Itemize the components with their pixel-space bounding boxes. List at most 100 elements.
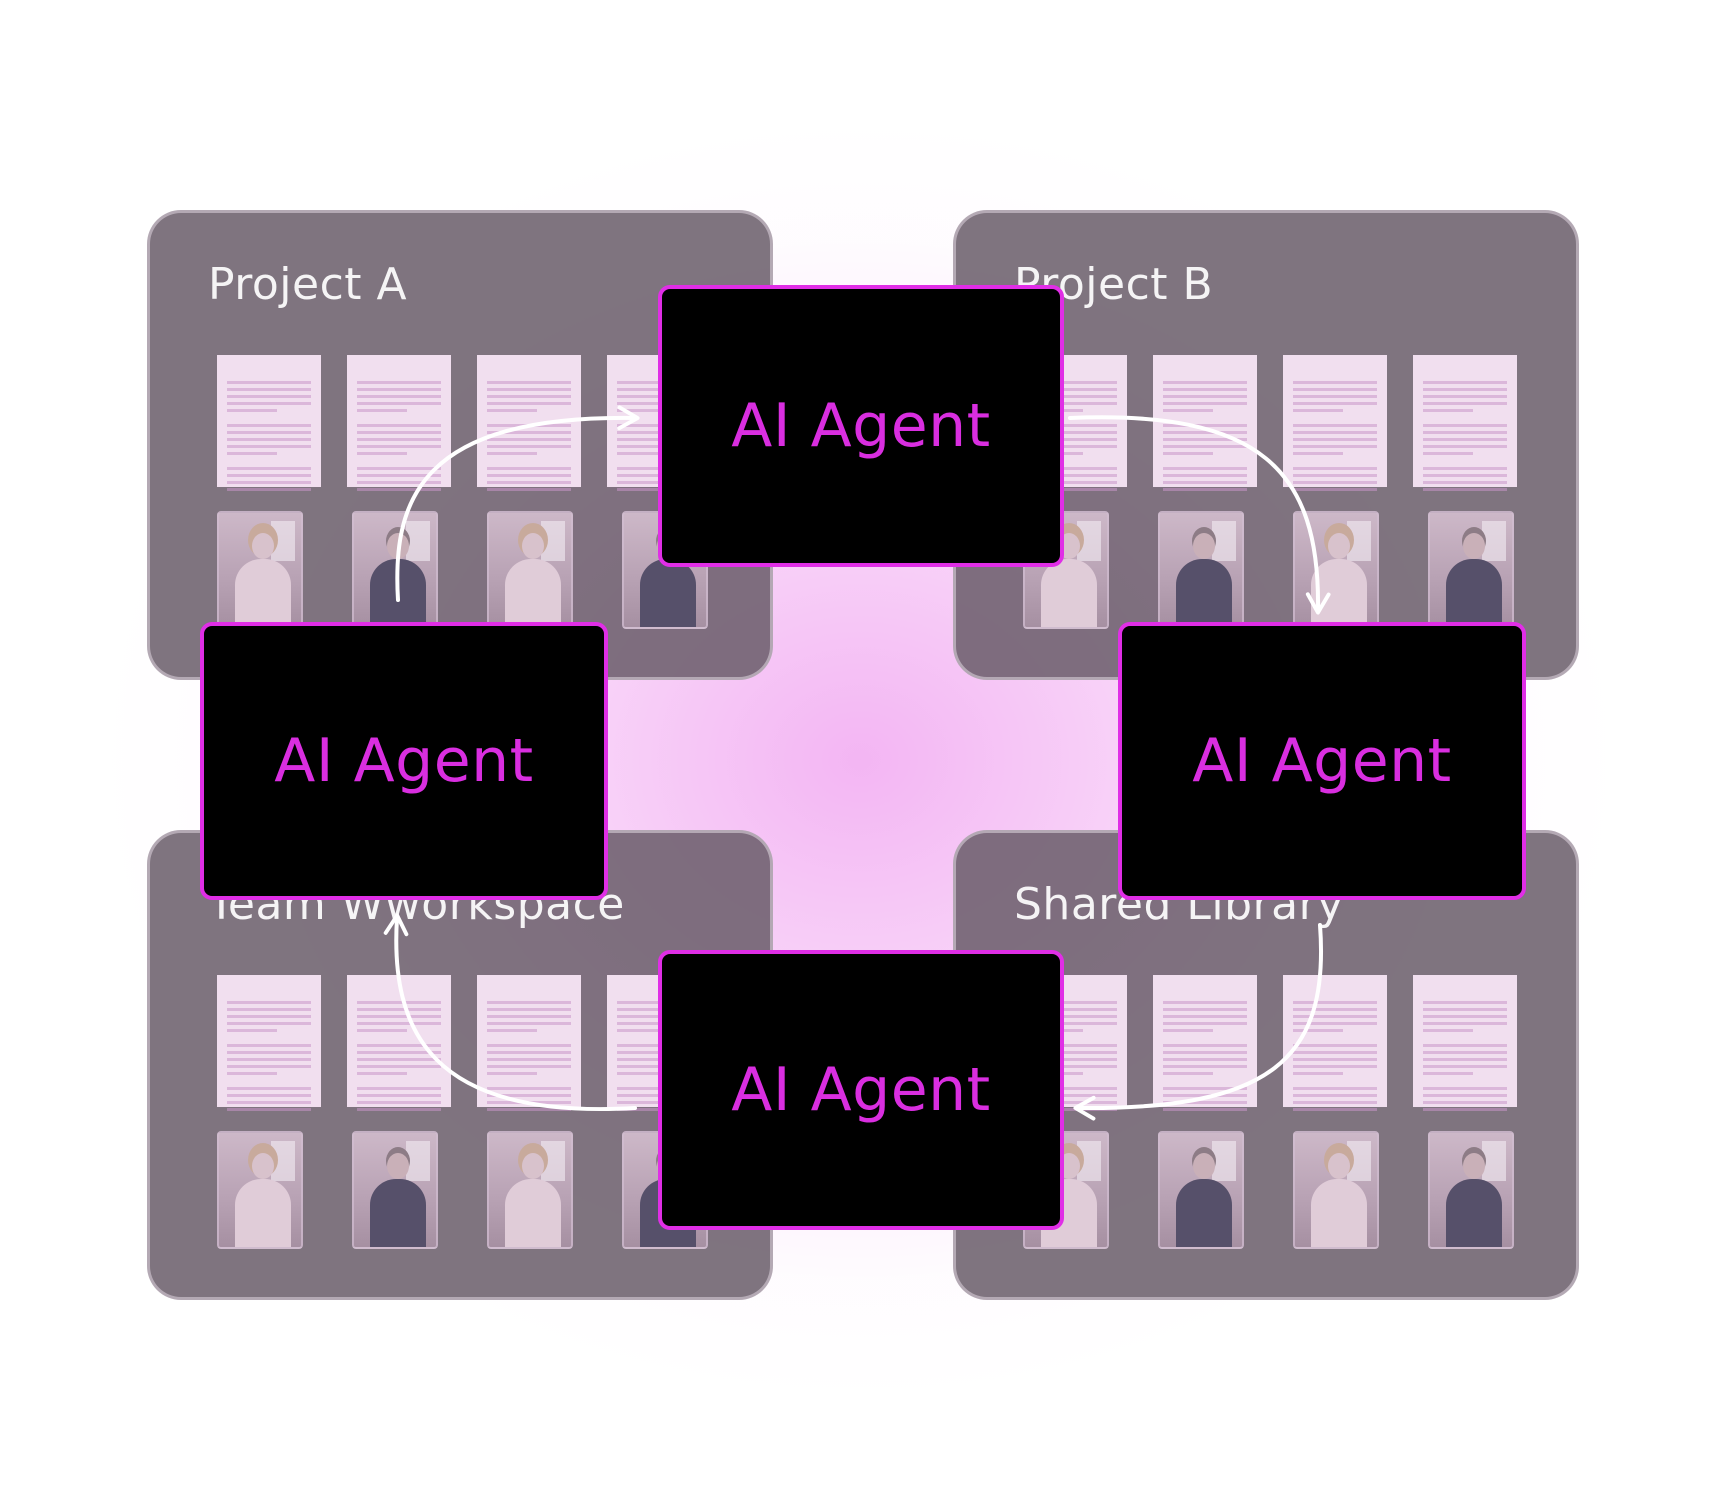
photo-person-head — [387, 533, 409, 559]
document-text-line — [487, 402, 571, 405]
document-text-line — [227, 474, 311, 477]
document-text-line — [487, 381, 571, 384]
person-photo-thumbnail — [217, 511, 303, 629]
document-text-line — [487, 1044, 571, 1047]
document-text-line — [227, 388, 311, 391]
document-text-line — [1423, 1108, 1507, 1111]
document-text-line — [1033, 1008, 1117, 1011]
document-text-line — [227, 438, 311, 441]
document-text-line — [227, 1065, 311, 1068]
document-text-line — [1163, 1022, 1247, 1025]
person-photo-thumbnail — [217, 1131, 303, 1249]
document-text-line — [1163, 1065, 1247, 1068]
document-text-line — [1423, 438, 1507, 441]
document-text-line — [487, 395, 571, 398]
document-text-line — [1293, 1015, 1377, 1018]
photo-window — [1347, 1141, 1371, 1181]
document-text-line — [1033, 1001, 1117, 1004]
document-page-icon — [477, 975, 581, 1111]
document-text-line — [487, 488, 571, 491]
document-text-line — [357, 1044, 441, 1047]
document-text-line — [487, 452, 538, 455]
document-text-line — [1163, 445, 1247, 448]
document-text-line — [1163, 409, 1214, 412]
document-text-line — [1423, 1008, 1507, 1011]
photo-window — [1212, 521, 1236, 561]
photo-window — [1077, 521, 1101, 561]
document-page-icon — [1153, 975, 1257, 1111]
ai-agent-box-left[interactable]: AI Agent — [200, 622, 608, 900]
document-text-line — [357, 1008, 441, 1011]
photo-window — [1347, 521, 1371, 561]
document-text-line — [357, 1051, 441, 1054]
photo-person-head — [1328, 1153, 1350, 1179]
document-text-line — [357, 445, 441, 448]
document-text-line — [357, 1108, 441, 1111]
document-text-line — [617, 452, 668, 455]
document-text-line — [1163, 1058, 1247, 1061]
document-text-line — [487, 1094, 571, 1097]
document-text-line — [227, 431, 311, 434]
document-text-line — [1423, 474, 1507, 477]
photo-person-body — [1446, 1179, 1502, 1247]
document-text-line — [1423, 1001, 1507, 1004]
document-text-line — [1163, 1044, 1247, 1047]
document-text-line — [1293, 1101, 1377, 1104]
document-text-line — [1423, 452, 1474, 455]
document-text-line — [1293, 445, 1377, 448]
document-text-line — [1163, 388, 1247, 391]
ai-agent-box-bottom[interactable]: AI Agent — [658, 950, 1064, 1230]
person-photo-thumbnail — [1293, 1131, 1379, 1249]
document-text-line — [487, 1001, 571, 1004]
document-text-line — [1033, 381, 1117, 384]
document-text-line — [1423, 481, 1507, 484]
photo-person-body — [505, 559, 561, 627]
document-text-line — [1293, 474, 1377, 477]
ai-agent-box-right[interactable]: AI Agent — [1118, 622, 1526, 900]
person-photo-thumbnail — [352, 1131, 438, 1249]
document-text-line — [1293, 1029, 1344, 1032]
document-text-line — [487, 424, 571, 427]
document-text-line — [487, 1015, 571, 1018]
document-text-line — [1423, 1072, 1474, 1075]
document-text-line — [357, 1101, 441, 1104]
document-text-line — [357, 1065, 441, 1068]
document-text-line — [617, 1072, 668, 1075]
document-text-line — [617, 1029, 668, 1032]
document-text-line — [357, 467, 441, 470]
ai-agent-box-top[interactable]: AI Agent — [658, 285, 1064, 567]
document-text-line — [357, 1094, 441, 1097]
document-text-line — [487, 481, 571, 484]
workspace-title: Project A — [208, 259, 408, 310]
photo-window — [271, 1141, 295, 1181]
photo-person-body — [370, 1179, 426, 1247]
document-text-line — [227, 1022, 311, 1025]
document-text-line — [487, 1058, 571, 1061]
photo-person-body — [370, 559, 426, 627]
document-text-line — [1423, 395, 1507, 398]
document-text-line — [1293, 381, 1377, 384]
document-text-line — [1293, 388, 1377, 391]
document-page-icon — [1413, 355, 1517, 491]
document-text-line — [227, 409, 278, 412]
document-text-line — [1293, 1094, 1377, 1097]
document-text-line — [357, 438, 441, 441]
document-text-line — [1423, 431, 1507, 434]
photo-person-head — [1193, 1153, 1215, 1179]
photo-window — [271, 521, 295, 561]
document-text-line — [1163, 395, 1247, 398]
document-text-line — [1293, 424, 1377, 427]
document-text-line — [1033, 1015, 1117, 1018]
document-text-line — [1423, 445, 1507, 448]
document-text-line — [1033, 1051, 1117, 1054]
document-text-line — [1033, 1022, 1117, 1025]
photo-person-body — [640, 559, 696, 627]
document-text-line — [487, 1087, 571, 1090]
document-text-line — [227, 1044, 311, 1047]
document-text-line — [1293, 1087, 1377, 1090]
document-text-line — [1163, 1072, 1214, 1075]
document-text-line — [357, 1087, 441, 1090]
document-text-line — [227, 452, 278, 455]
document-text-line — [227, 1101, 311, 1104]
document-text-line — [1293, 1108, 1377, 1111]
